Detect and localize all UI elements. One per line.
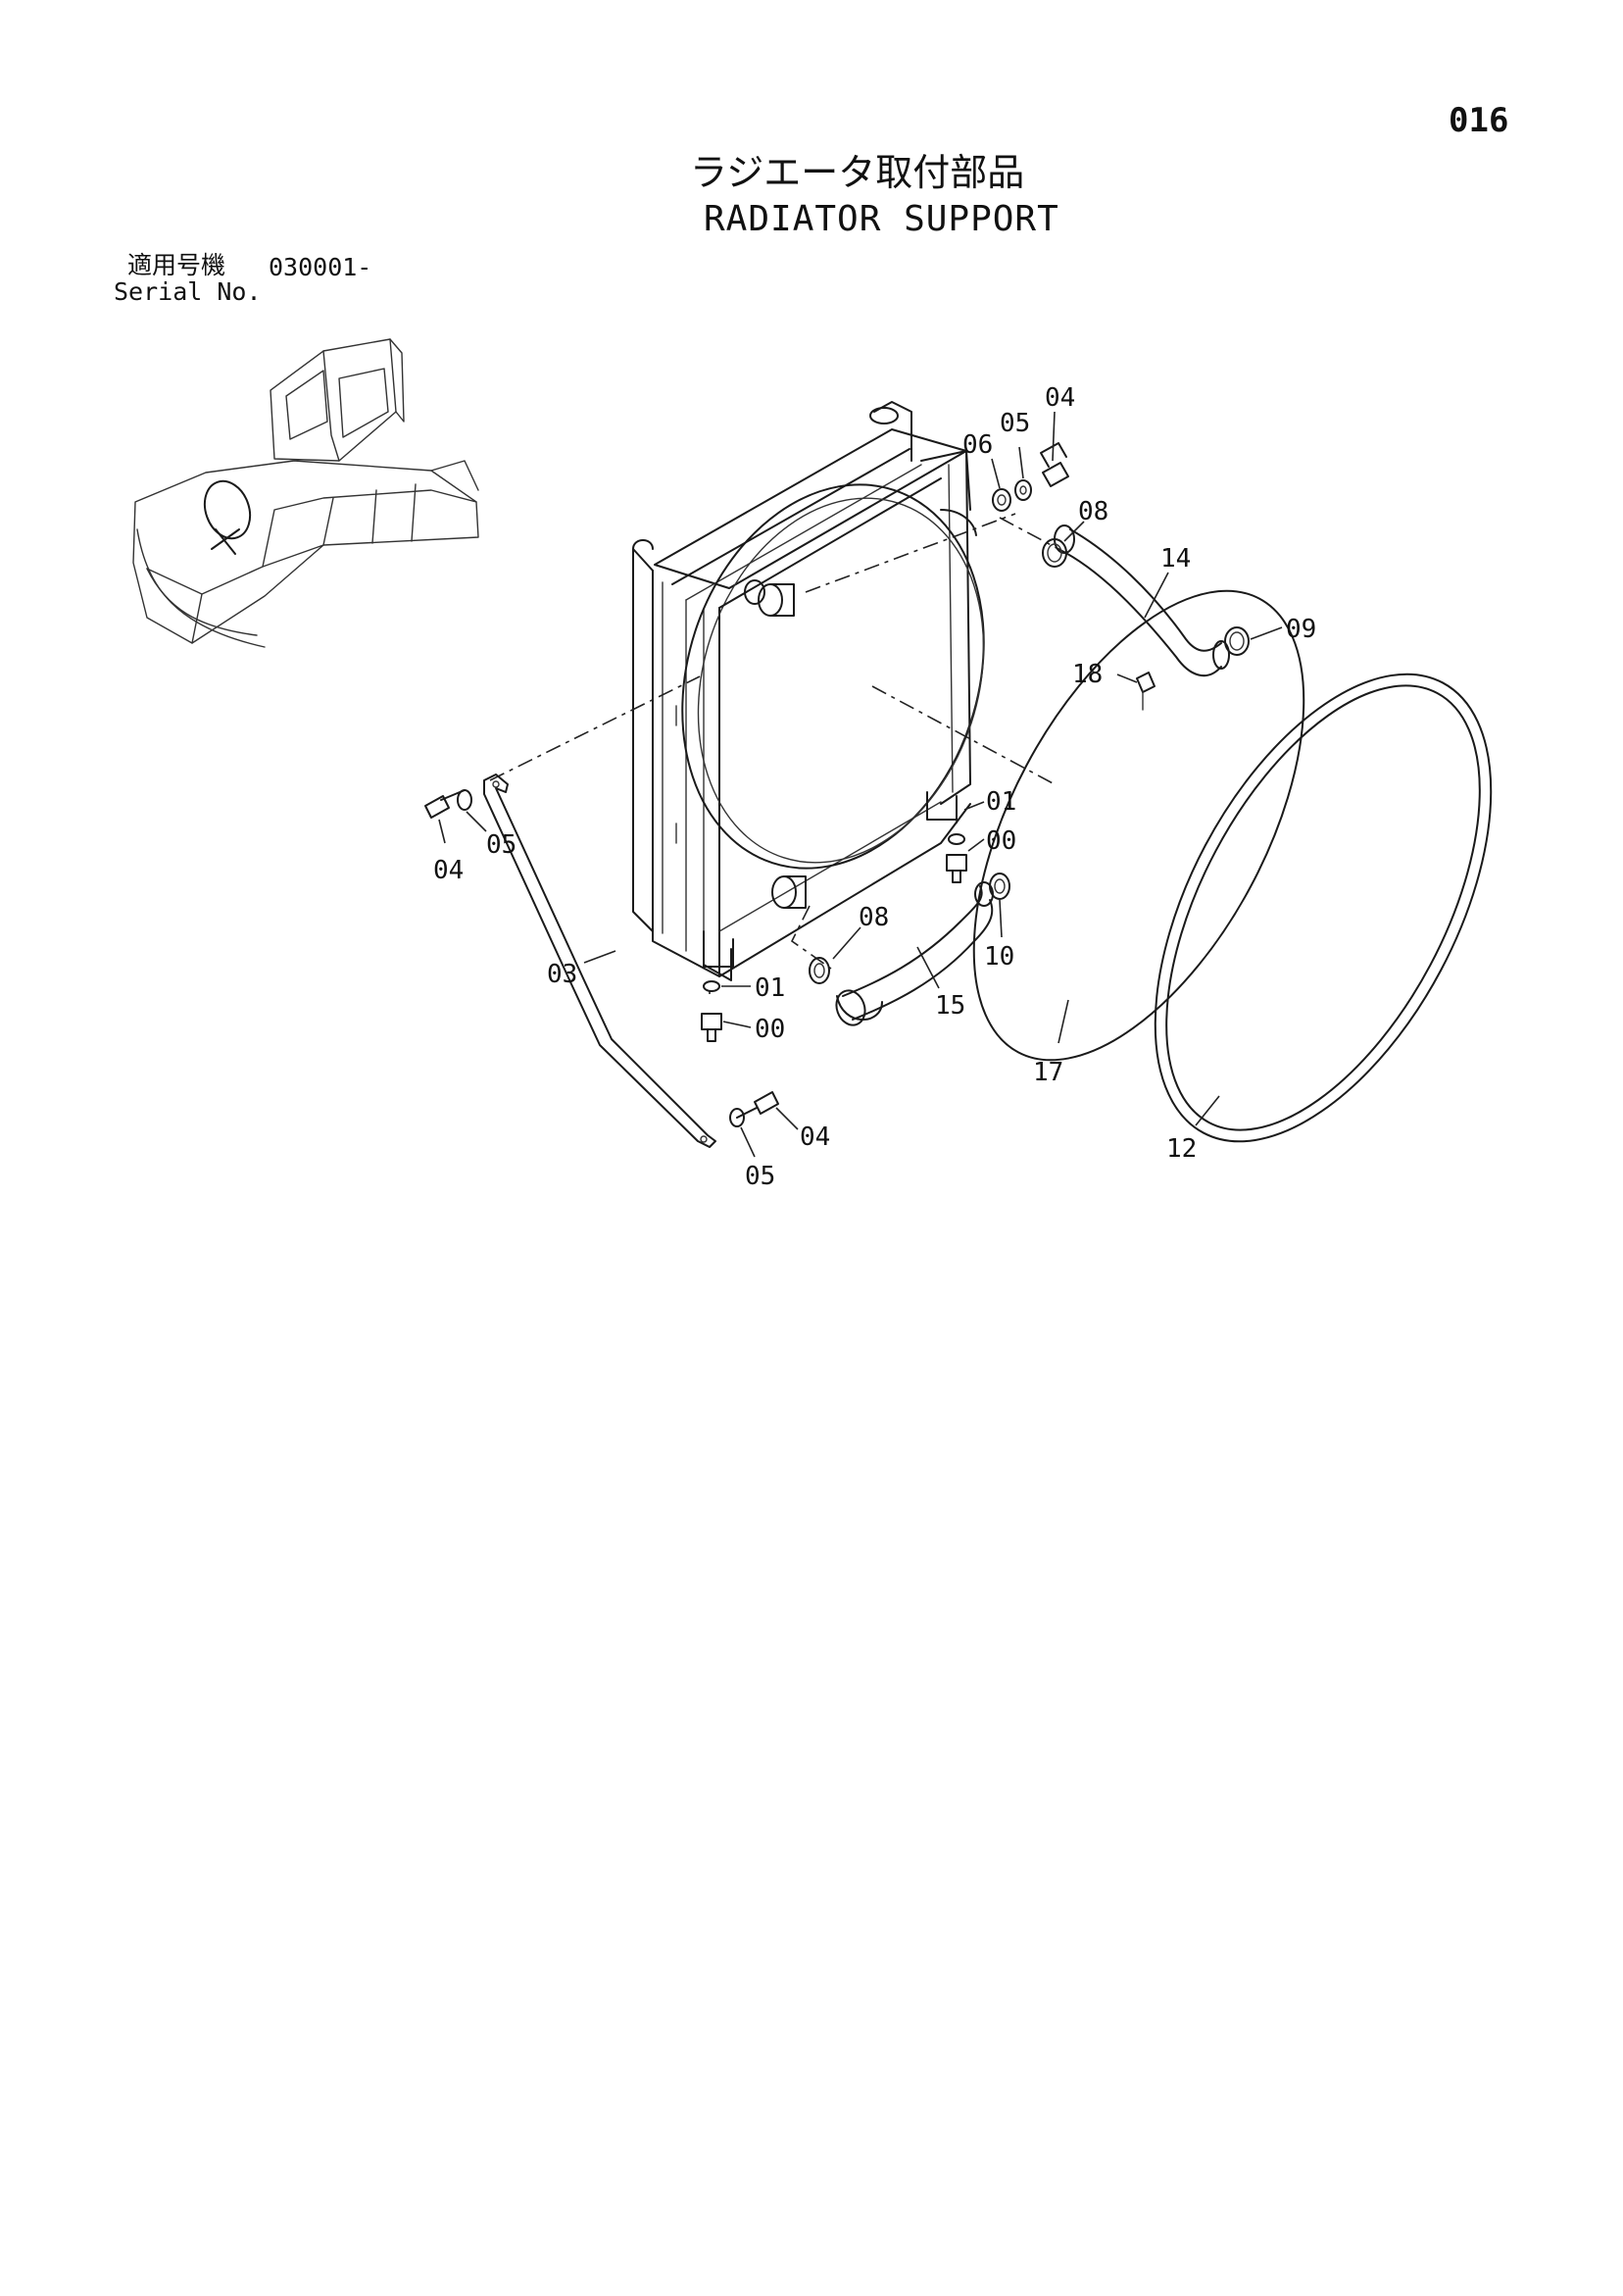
callout-14: 14 [1160,544,1191,574]
callout-05-bottom: 05 [745,1162,775,1191]
page-number: 016 [1449,101,1509,140]
callout-10: 10 [984,942,1014,972]
callout-04-left: 04 [433,856,464,885]
callout-17: 17 [1033,1058,1063,1087]
upper-radiator-hose [1042,524,1250,676]
machine-location-thumbnail [132,338,479,648]
callout-08-upper: 08 [1078,497,1108,526]
callout-00-left: 00 [755,1015,785,1044]
callout-04-upper: 04 [1045,383,1075,413]
serial-range: 030001- [269,253,372,281]
page-title-japanese: ラジエータ取付部品 [690,151,1025,194]
callout-09: 09 [1286,615,1316,644]
callout-18: 18 [1072,660,1103,689]
support-stay [424,774,779,1148]
fan-ring [1154,673,1493,1143]
callout-labels: 04 05 06 08 14 09 18 01 00 10 08 15 01 0… [433,383,1316,1191]
serial-label: Serial No. [114,277,262,306]
callout-04-bottom: 04 [800,1123,830,1152]
callout-leaders [438,411,1283,1158]
radiator-assembly [632,401,985,981]
callout-00-right: 00 [986,826,1016,856]
callout-05-upper: 05 [1000,409,1030,438]
callout-12: 12 [1166,1134,1197,1164]
callout-06-upper: 06 [962,430,993,460]
serial-label-japanese: 適用号機 [127,251,226,279]
callout-01-right: 01 [986,787,1016,817]
upper-bolt-set [992,442,1069,512]
page-title: RADIATOR SUPPORT [704,199,1059,239]
lower-radiator-hose [809,873,1010,1026]
shroud-seal [972,589,1305,1062]
callout-01-left: 01 [755,973,785,1003]
callout-15: 15 [935,991,965,1021]
callout-03: 03 [547,960,577,989]
callout-08-lower: 08 [859,903,889,932]
callout-05-left: 05 [486,830,516,860]
radiator-foot-fasteners [701,833,967,1042]
